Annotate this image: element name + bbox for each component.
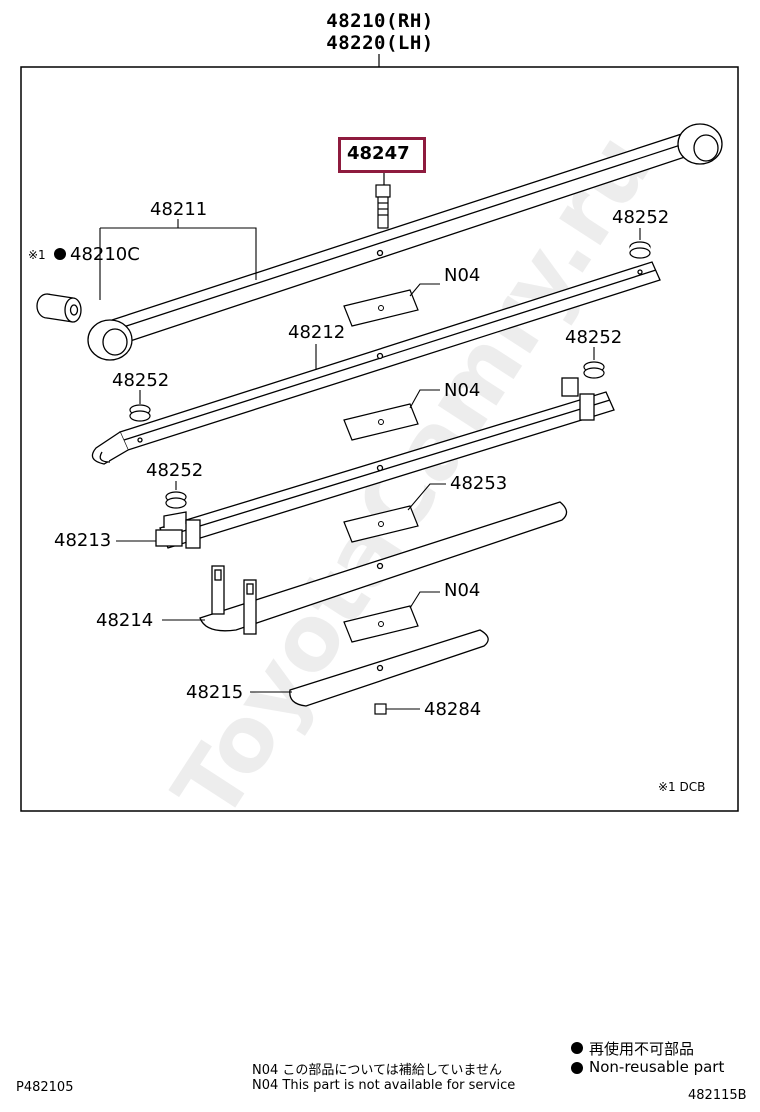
mark-1: ※1 [28, 248, 46, 262]
bumper-48252-3 [129, 404, 151, 422]
part-label-48214[interactable]: 48214 [96, 610, 154, 631]
part-label-48210c[interactable]: 48210C [70, 244, 140, 265]
bolt-48247 [375, 172, 391, 229]
assembly-number-rh: 48210(RH) [326, 10, 434, 32]
highlighted-part-box[interactable] [338, 137, 426, 173]
figure-code: 482115B [688, 1088, 747, 1103]
part-label-n04-1[interactable]: N04 [444, 265, 481, 286]
footnote-english: N04 This part is not available for servi… [252, 1078, 516, 1093]
part-label-48211[interactable]: 48211 [150, 199, 208, 220]
part-label-48215[interactable]: 48215 [186, 682, 244, 703]
part-label-n04-3[interactable]: N04 [444, 580, 481, 601]
legend-english: Non-reusable part [589, 1058, 725, 1076]
legend-japanese: 再使用不可部品 [589, 1040, 695, 1058]
part-label-48213[interactable]: 48213 [54, 530, 112, 551]
leaf-48211 [87, 123, 723, 361]
legend-dot-icon [571, 1042, 583, 1054]
part-label-48247[interactable]: 48247 [347, 143, 410, 164]
leaf-48214 [199, 501, 568, 635]
legend-dot-icon-2 [571, 1062, 583, 1074]
bumper-48252-2 [583, 361, 605, 379]
bushing-48210c [36, 293, 82, 323]
part-label-n04-2[interactable]: N04 [444, 380, 481, 401]
illustration-code: P482105 [16, 1080, 74, 1095]
part-label-48252-1[interactable]: 48252 [612, 207, 670, 228]
leaf-48212 [91, 261, 661, 465]
part-label-48284[interactable]: 48284 [424, 699, 482, 720]
footnote-japanese: N04 この部品については補給していません [252, 1063, 502, 1078]
leaf-48213 [155, 377, 615, 549]
part-label-48252-2[interactable]: 48252 [565, 327, 623, 348]
part-label-48252-4[interactable]: 48252 [146, 460, 204, 481]
part-label-48253[interactable]: 48253 [450, 473, 508, 494]
part-label-48212[interactable]: 48212 [288, 322, 346, 343]
nut-48284 [374, 703, 387, 715]
leader-lines [99, 219, 641, 710]
assembly-number-lh: 48220(LH) [326, 32, 434, 54]
non-reusable-dot-icon [54, 248, 66, 260]
leaf-48215 [289, 629, 489, 707]
part-label-48252-3[interactable]: 48252 [112, 370, 170, 391]
dcb-note: ※1 DCB [658, 780, 706, 794]
bumper-48252-1 [629, 241, 651, 259]
bumper-48252-4 [165, 491, 187, 509]
